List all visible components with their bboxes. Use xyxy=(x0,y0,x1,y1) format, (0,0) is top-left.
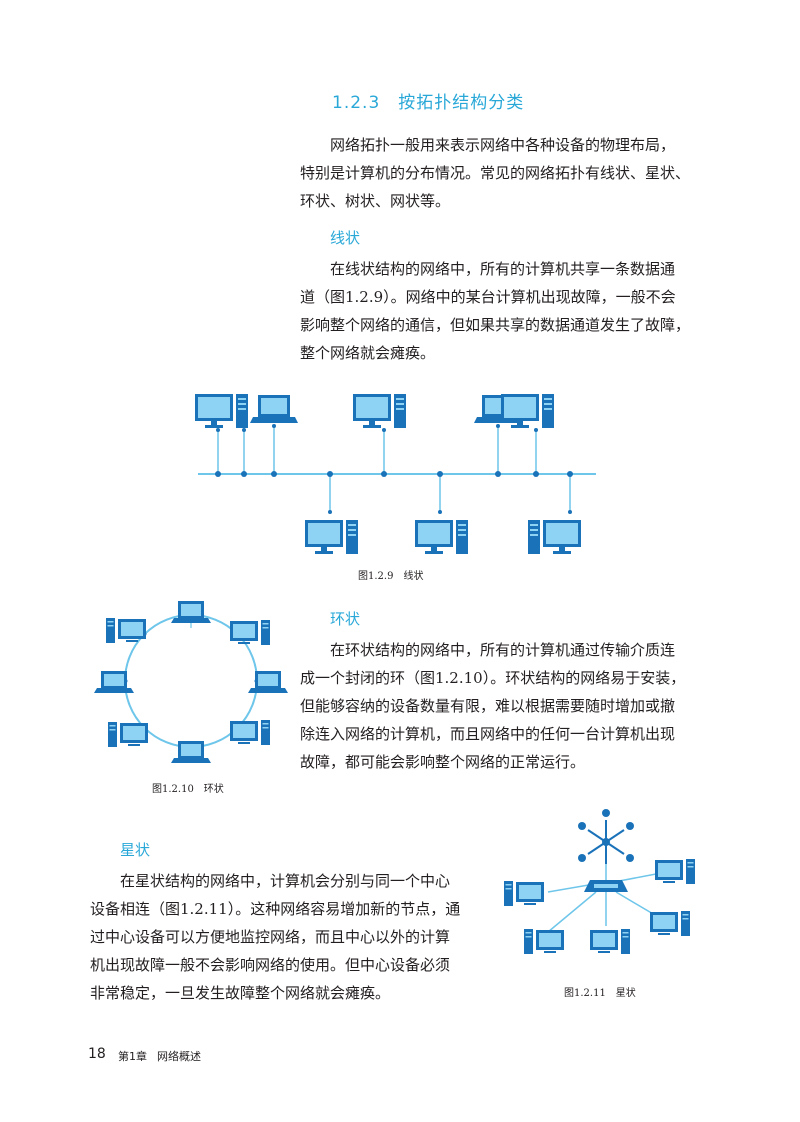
linear-paragraph: 在线状结构的网络中，所有的计算机共享一条数据通 道（图1.2.9）。网络中的某台… xyxy=(300,255,700,367)
star-line: 设备相连（图1.2.11）。这种网络容易增加新的节点，通 xyxy=(90,900,461,918)
page-number: 18 xyxy=(88,1046,106,1062)
bus-top-pc-3 xyxy=(501,394,554,428)
section-title-text: 按拓扑结构分类 xyxy=(398,93,525,113)
ring-line: 故障，都可能会影响整个网络的正常运行。 xyxy=(300,753,586,771)
section-number: 1.2.3 xyxy=(332,93,381,113)
ring-line: 但能够容纳的设备数量有限，难以根据需要随时增加或撤 xyxy=(300,697,676,715)
ring-caption: 图1.2.10 环状 xyxy=(152,784,224,795)
bus-bottom-pc-1 xyxy=(305,520,358,554)
linear-line: 影响整个网络的通信，但如果共享的数据通道发生了故障， xyxy=(300,316,691,334)
star-pc-bottom-left xyxy=(524,929,564,954)
star-topology-diagram xyxy=(504,809,695,954)
star-line: 机出现故障一般不会影响网络的使用。但中心设备必须 xyxy=(90,956,451,974)
star-line: 在星状结构的网络中，计算机会分别与同一个中心 xyxy=(120,872,451,890)
ring-laptop-left xyxy=(94,671,134,693)
star-line: 非常稳定，一旦发生故障整个网络就会瘫痪。 xyxy=(90,984,391,1002)
star-line: 过中心设备可以方便地监控网络，而且中心以外的计算 xyxy=(90,928,451,946)
intro-line: 网络拓扑一般用来表示网络中各种设备的物理布局， xyxy=(330,136,676,154)
intro-paragraph: 网络拓扑一般用来表示网络中各种设备的物理布局， 特别是计算机的分布情况。常见的网… xyxy=(300,131,700,215)
star-pc-right-top xyxy=(655,859,695,884)
star-pc-bottom-center xyxy=(590,929,630,954)
linear-line: 道（图1.2.9）。网络中的某台计算机出现故障，一般不会 xyxy=(300,288,676,306)
chapter-label: 第1章 xyxy=(118,1050,147,1063)
bus-top-pc-2 xyxy=(353,394,406,428)
ring-heading: 环状 xyxy=(330,610,361,628)
bus-top-laptop-2 xyxy=(474,395,522,423)
star-paragraph: 在星状结构的网络中，计算机会分别与同一个中心 设备相连（图1.2.11）。这种网… xyxy=(90,867,476,1007)
bus-bottom-pc-3 xyxy=(528,520,581,554)
star-heading: 星状 xyxy=(120,841,151,859)
ring-pc-bottom-left xyxy=(108,722,148,747)
bus-top-laptop-1 xyxy=(250,395,298,423)
star-switch xyxy=(584,880,628,892)
star-caption: 图1.2.11 星状 xyxy=(564,988,636,999)
ring-line: 在环状结构的网络中，所有的计算机通过传输介质连 xyxy=(330,641,676,659)
ring-circle xyxy=(124,614,258,748)
ring-pc-top-right xyxy=(230,620,270,645)
running-footer: 第1章网络概述 xyxy=(118,1048,211,1064)
ring-laptop-bottom xyxy=(171,741,211,763)
ring-line: 除连入网络的计算机，而且网络中的任何一台计算机出现 xyxy=(300,725,676,743)
linear-heading: 线状 xyxy=(330,229,361,247)
chapter-title: 网络概述 xyxy=(157,1050,201,1063)
bus-top-pc-1 xyxy=(195,394,248,428)
star-pc-bottom-right xyxy=(650,911,690,936)
linear-line: 在线状结构的网络中，所有的计算机共享一条数据通 xyxy=(330,260,676,278)
bus-bottom-pc-2 xyxy=(415,520,468,554)
ring-laptop-top xyxy=(171,601,211,623)
ring-topology-diagram xyxy=(94,601,288,763)
intro-line: 环状、树状、网状等。 xyxy=(300,192,451,210)
linear-line: 整个网络就会瘫痪。 xyxy=(300,344,436,362)
ring-paragraph: 在环状结构的网络中，所有的计算机通过传输介质连 成一个封闭的环（图1.2.10）… xyxy=(300,636,700,776)
ring-pc-top-left xyxy=(106,618,146,643)
section-title: 1.2.3 按拓扑结构分类 xyxy=(332,88,524,113)
intro-line: 特别是计算机的分布情况。常见的网络拓扑有线状、星状、 xyxy=(300,164,691,182)
star-pc-left xyxy=(504,881,544,906)
ring-laptop-right xyxy=(248,671,288,693)
bus-caption: 图1.2.9 线状 xyxy=(358,571,424,582)
ring-line: 成一个封闭的环（图1.2.10）。环状结构的网络易于安装， xyxy=(300,669,686,687)
ring-pc-bottom-right xyxy=(230,720,270,745)
